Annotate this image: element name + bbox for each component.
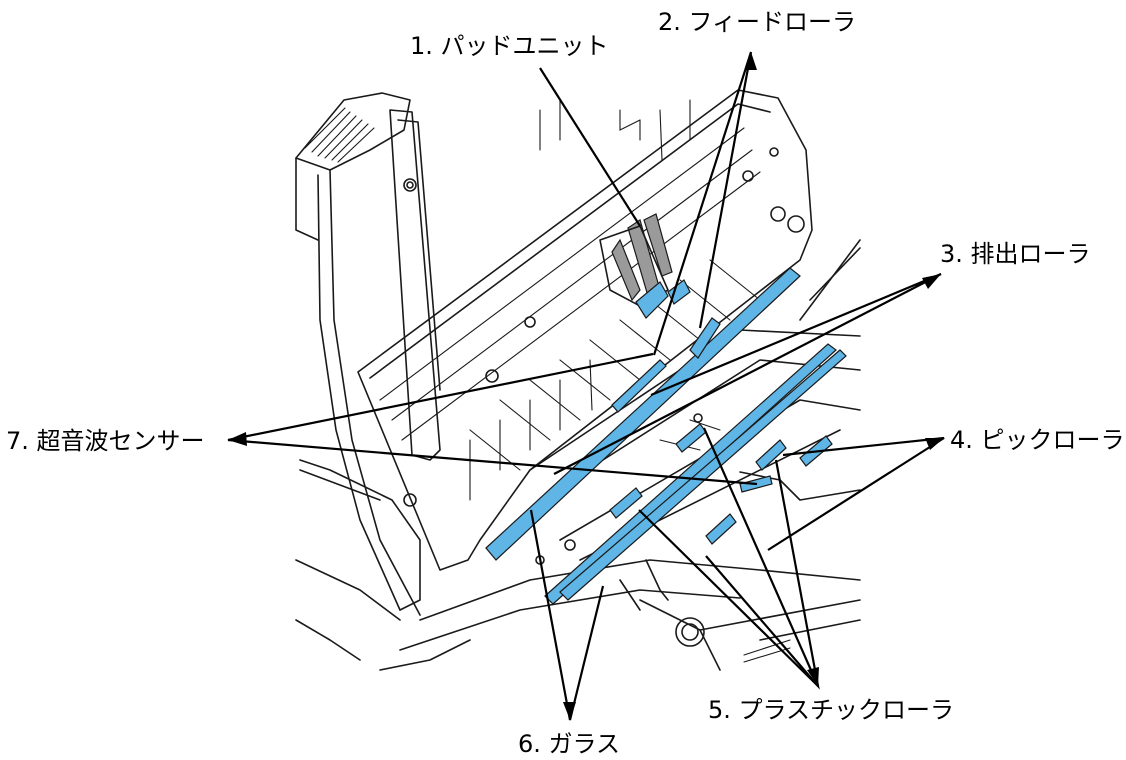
arrowhead [563, 702, 576, 720]
glass-strip [559, 349, 847, 601]
feed-roller-segment [611, 359, 667, 413]
arrowhead [807, 667, 819, 686]
label-glass: 6. ガラス [518, 730, 620, 758]
scanner-illustration [295, 89, 861, 671]
leader-lines [227, 51, 945, 721]
pick-roller [755, 439, 787, 471]
glass-strip [544, 343, 837, 605]
arrowhead [925, 438, 944, 450]
arrowhead [228, 432, 247, 446]
plastic-roller [609, 487, 643, 519]
highlighted-parts [485, 267, 847, 605]
arrowhead [922, 274, 941, 289]
label-feed-roller: 2. フィードローラ [658, 8, 856, 36]
leader-plastic-roller-a [638, 427, 820, 687]
label-ultrasonic-sensor: 7. 超音波センサー [6, 427, 205, 455]
label-pick-roller: 4. ピックローラ [950, 426, 1125, 454]
arrowhead [745, 52, 757, 70]
leader-plastic-roller-b [705, 459, 820, 690]
pick-roller-lower [705, 513, 737, 545]
pad-unit-part [635, 281, 669, 319]
label-exit-roller: 3. 排出ローラ [940, 240, 1091, 268]
leader-pad-unit [539, 67, 641, 227]
label-plastic-roller: 5. プラスチックローラ [708, 696, 954, 724]
labels: 1. パッドユニット 2. フィードローラ 3. 排出ローラ 4. ピックローラ… [6, 8, 1125, 758]
label-pad-unit: 1. パッドユニット [410, 32, 609, 60]
exit-roller-bar [485, 267, 801, 561]
feed-roller-segment [689, 317, 721, 359]
